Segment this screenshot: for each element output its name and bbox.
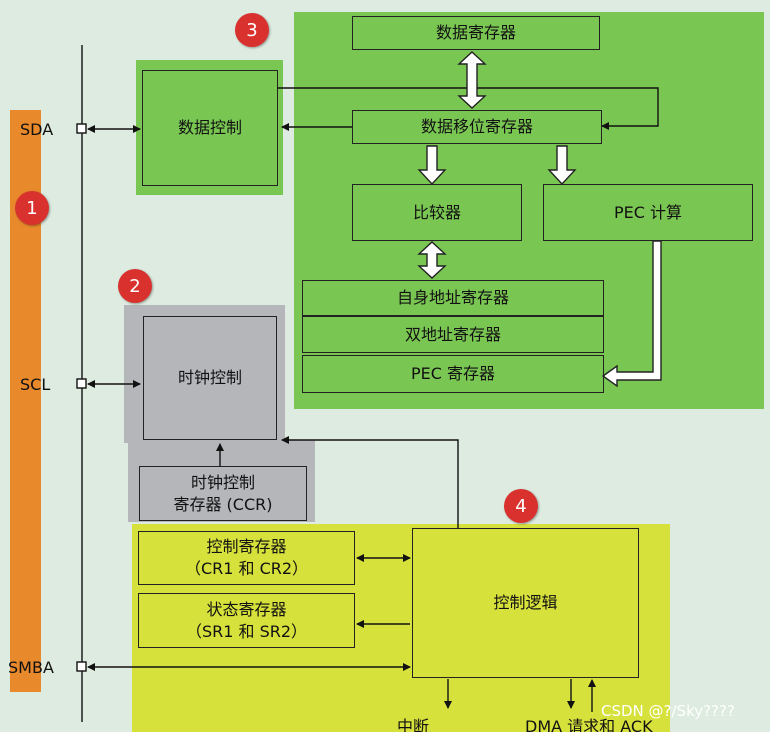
clock-area: [124, 305, 285, 443]
data-shift-register-box: 数据移位寄存器: [352, 110, 602, 144]
control-register-line1: 控制寄存器: [206, 537, 287, 557]
control-register-line2: （CR1 和 CR2）: [184, 559, 309, 578]
badge-2: 2: [118, 269, 152, 303]
scl-pin-label: SCL: [20, 375, 51, 394]
smba-pin-square: [76, 661, 87, 672]
pec-calc-box: PEC 计算: [543, 184, 753, 241]
control-logic-box: 控制逻辑: [412, 528, 639, 678]
badge-1: 1: [15, 191, 49, 225]
interrupt-label: 中断: [397, 717, 430, 732]
status-register-box: 状态寄存器 （SR1 和 SR2）: [138, 593, 355, 648]
watermark: CSDN @?/Sky????: [601, 702, 735, 720]
sda-pin-label: SDA: [20, 120, 54, 139]
scl-pin-square: [76, 378, 87, 389]
data-control-area: [136, 60, 283, 195]
smba-pin-label: SMBA: [8, 658, 54, 677]
comparator-box: 比较器: [352, 184, 522, 241]
dual-address-register-box: 双地址寄存器: [302, 316, 604, 353]
data-path-area: [294, 12, 764, 409]
data-register-box: 数据寄存器: [352, 16, 600, 50]
own-address-register-box: 自身地址寄存器: [302, 280, 604, 316]
clock-area-lower: [128, 440, 315, 522]
ccr-label-line2: 寄存器 (CCR): [173, 494, 273, 514]
control-register-box: 控制寄存器 （CR1 和 CR2）: [138, 531, 355, 585]
clock-control-box: 时钟控制: [143, 316, 277, 440]
badge-4: 4: [504, 489, 538, 523]
sda-pin-square: [76, 123, 87, 134]
status-register-line2: （SR1 和 SR2）: [185, 621, 308, 641]
ccr-label-line1: 时钟控制: [190, 472, 255, 492]
status-register-line1: 状态寄存器: [206, 599, 287, 619]
ccr-box: 时钟控制 寄存器 (CCR): [139, 466, 307, 521]
pec-register-box: PEC 寄存器: [302, 355, 604, 393]
badge-3: 3: [235, 13, 269, 47]
dma-ack-label: DMA 请求和 ACK: [525, 717, 653, 732]
data-control-box: 数据控制: [142, 70, 278, 186]
